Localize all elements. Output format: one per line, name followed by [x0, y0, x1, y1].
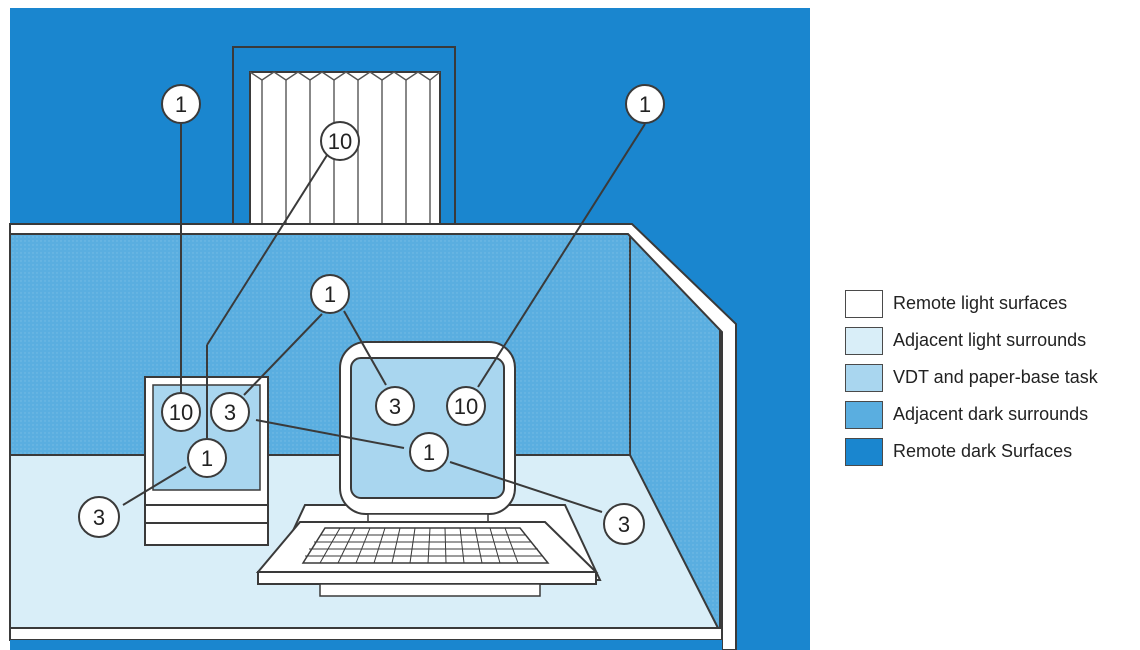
- callout-10-window: 10: [320, 121, 360, 161]
- callout-10-screen: 10: [446, 386, 486, 426]
- callout-1-top-left: 1: [161, 84, 201, 124]
- callout-3-screen: 3: [375, 386, 415, 426]
- legend-item-task: VDT and paper-base task: [845, 359, 1135, 396]
- svg-text:3: 3: [389, 394, 401, 419]
- legend-item-remote-dark: Remote dark Surfaces: [845, 433, 1135, 470]
- callout-1-document: 1: [187, 438, 227, 478]
- legend-label: VDT and paper-base task: [893, 367, 1098, 387]
- svg-text:1: 1: [639, 92, 651, 117]
- legend-swatch: [845, 326, 883, 355]
- callout-10-document: 10: [161, 392, 201, 432]
- svg-text:3: 3: [93, 505, 105, 530]
- svg-text:1: 1: [201, 446, 213, 471]
- keyboard: [255, 521, 599, 597]
- svg-text:3: 3: [618, 512, 630, 537]
- legend-swatch: [845, 363, 883, 392]
- callout-3-desk-right: 3: [603, 503, 645, 545]
- legend-item-adjacent-light: Adjacent light surrounds: [845, 322, 1135, 359]
- desk-front-edge: [9, 627, 723, 641]
- callout-3-document: 3: [210, 392, 250, 432]
- connector-lines: [122, 123, 646, 513]
- callout-1-partition: 1: [310, 274, 350, 314]
- legend-label: Remote light surfaces: [893, 293, 1068, 313]
- svg-text:10: 10: [169, 400, 193, 425]
- svg-text:1: 1: [324, 282, 336, 307]
- svg-text:10: 10: [328, 129, 352, 154]
- svg-text:1: 1: [423, 440, 435, 465]
- legend-label: Adjacent dark surrounds: [893, 404, 1089, 424]
- svg-text:3: 3: [224, 400, 236, 425]
- legend-swatch: [845, 400, 883, 429]
- legend-swatch: [845, 289, 883, 318]
- callout-3-desk-left: 3: [78, 496, 120, 538]
- partition-top-edge: [9, 223, 737, 650]
- callout-1-top-right: 1: [625, 84, 665, 124]
- callout-1-screen: 1: [409, 432, 449, 472]
- legend: Remote light surfaces Adjacent light sur…: [845, 285, 1135, 470]
- svg-text:10: 10: [454, 394, 478, 419]
- legend-swatch: [845, 437, 883, 466]
- legend-item-adjacent-dark: Adjacent dark surrounds: [845, 396, 1135, 433]
- legend-label: Remote dark Surfaces: [893, 441, 1073, 461]
- legend-label: Adjacent light surrounds: [893, 330, 1087, 350]
- legend-item-remote-light: Remote light surfaces: [845, 285, 1135, 322]
- svg-text:1: 1: [175, 92, 187, 117]
